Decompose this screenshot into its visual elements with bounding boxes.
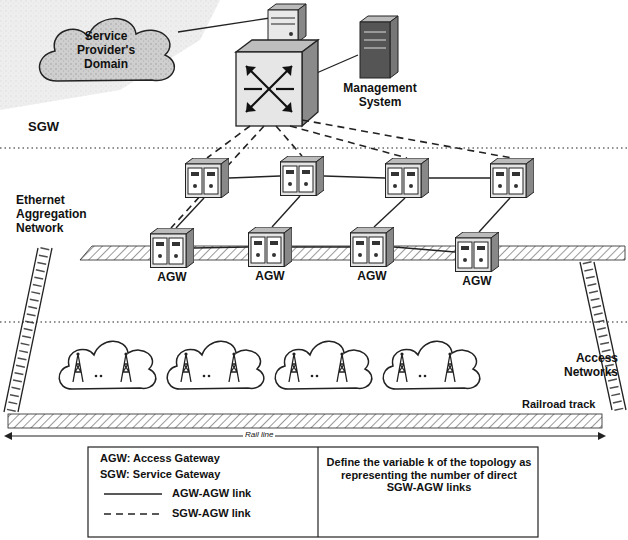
switch-icon	[455, 232, 499, 272]
node-caption: AGW	[336, 270, 408, 284]
agw-link	[292, 247, 350, 248]
legend-note: Define the variable k of the topology as…	[326, 456, 532, 494]
switch-icon	[248, 227, 292, 267]
gateway-switch: AGW	[455, 232, 499, 272]
region-label: Access Networks	[536, 352, 618, 380]
legend-label: SGW-AGW link	[172, 507, 251, 520]
node-text: Management System	[338, 82, 422, 110]
legend-entry: SGW: Service Gateway	[100, 468, 220, 481]
agw-link	[194, 247, 248, 248]
agw-link	[394, 247, 455, 252]
server-label-node: Management System	[338, 82, 422, 110]
gateway-switch: AGW	[350, 227, 394, 267]
gateway-switch: AGW	[150, 228, 194, 268]
region-label: SGW	[28, 120, 59, 135]
node-caption: AGW	[441, 275, 513, 289]
node-caption: AGW	[234, 270, 306, 284]
region-label: Railroad track	[522, 398, 595, 411]
cloud-node: Service Provider's Domain	[30, 8, 182, 86]
legend-label: AGW-AGW link	[172, 487, 251, 500]
region-label: Ethernet Aggregation Network	[16, 194, 116, 235]
node-caption: AGW	[136, 271, 208, 285]
node-text: Service Provider's Domain	[58, 30, 154, 71]
switch-icon	[350, 227, 394, 267]
legend-entry: AGW: Access Gateway	[100, 452, 220, 465]
gateway-switch: AGW	[248, 227, 292, 267]
switch-icon	[150, 228, 194, 268]
region-label: Rail line	[243, 430, 275, 439]
